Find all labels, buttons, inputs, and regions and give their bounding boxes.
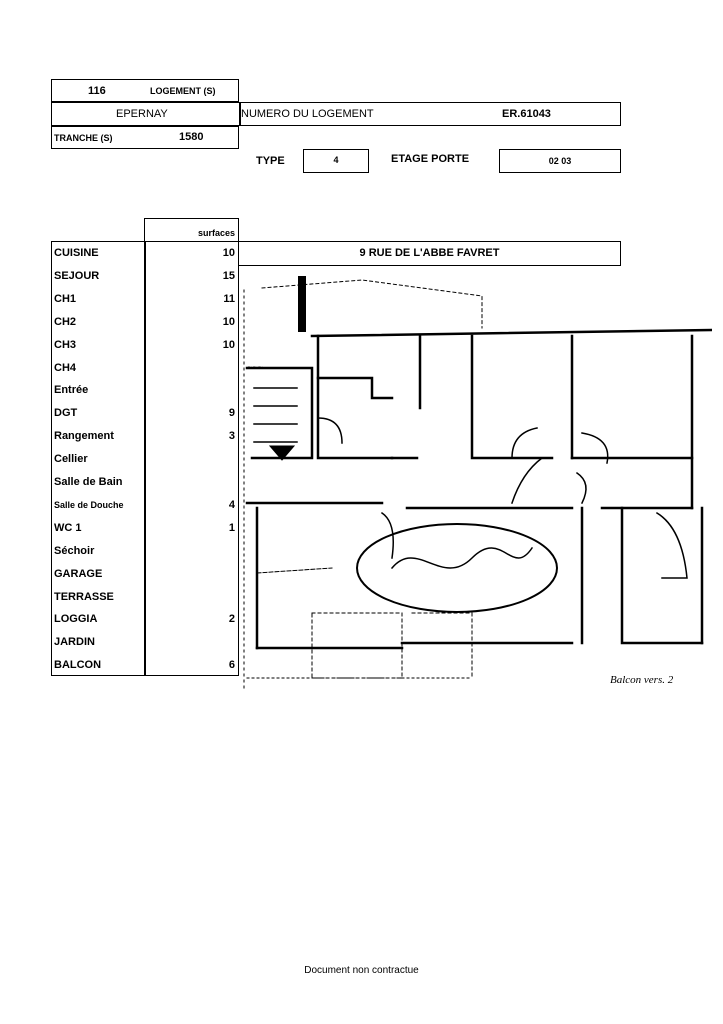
plan-annotation: Balcon vers. 2	[610, 674, 674, 686]
surface-label: Rangement	[54, 430, 114, 443]
surface-value: 10	[222, 247, 235, 259]
surface-label: LOGGIA	[54, 613, 98, 626]
surface-value: 6	[228, 659, 235, 672]
surface-value: 4	[228, 498, 235, 511]
column-divider	[144, 242, 146, 675]
surface-row: SEJOUR 15	[52, 265, 238, 288]
city-name: EPERNAY	[116, 108, 168, 120]
surface-value: 10	[222, 315, 235, 328]
surface-label: CUISINE	[54, 247, 99, 259]
surface-row: Séchoir	[52, 540, 238, 563]
type-box: 4	[303, 149, 369, 173]
surface-row: TERRASSE	[52, 586, 238, 609]
surface-label: SEJOUR	[54, 269, 100, 282]
surface-label: CH4	[54, 361, 77, 374]
address: 9 RUE DE L'ABBE FAVRET	[359, 247, 500, 259]
surface-label: CH3	[54, 338, 77, 351]
surface-label: BALCON	[54, 659, 102, 672]
surface-value: 10	[222, 338, 235, 351]
surface-value: 3	[228, 430, 235, 443]
svg-text:~~~: ~~~	[247, 362, 263, 372]
surfaces-header: surfaces	[197, 228, 235, 238]
logement-count-box: 116 LOGEMENT (S)	[51, 79, 239, 102]
surface-row: CH1 11	[52, 288, 238, 311]
surface-label: DGT	[54, 407, 78, 420]
surface-label: TERRASSE	[54, 590, 114, 603]
surface-row: CUISINE 10	[52, 242, 238, 265]
tranche-label: TRANCHE (S)	[54, 133, 113, 143]
surface-row: Rangement 3	[52, 425, 238, 448]
etage-box: 02 03	[499, 149, 621, 173]
surface-label: CH2	[54, 315, 77, 328]
floor-plan: ~~~ Balcon vers. 2	[243, 276, 712, 690]
etage-label: ETAGE PORTE	[391, 153, 470, 165]
surface-value: 11	[223, 292, 235, 305]
surface-value: 2	[228, 613, 235, 626]
type-value: 4	[333, 155, 339, 165]
surface-label: Salle de Douche	[54, 499, 124, 510]
surface-label: GARAGE	[54, 567, 103, 580]
surface-label: Entrée	[54, 384, 89, 397]
tranche-box: TRANCHE (S) 1580	[51, 126, 239, 149]
surface-row: GARAGE	[52, 563, 238, 586]
surface-row: LOGGIA 2	[52, 608, 238, 631]
surface-label: Salle de Bain	[54, 476, 123, 488]
surface-row: Cellier	[52, 448, 238, 471]
surface-value: 9	[228, 407, 235, 420]
city-numero-box: EPERNAY NUMERO DU LOGEMENT ER.61043	[51, 102, 621, 126]
surface-label: JARDIN	[54, 636, 95, 649]
surface-row: CH3 10	[52, 334, 238, 357]
type-label: TYPE	[256, 155, 285, 167]
numero-value: ER.61043	[502, 108, 551, 120]
surface-row: BALCON 6	[52, 654, 238, 677]
numero-label: NUMERO DU LOGEMENT	[241, 108, 374, 120]
surface-label: CH1	[54, 292, 77, 305]
address-box: 9 RUE DE L'ABBE FAVRET	[238, 241, 621, 266]
etage-value: 02 03	[548, 156, 572, 166]
logement-count: 116	[88, 85, 106, 97]
surface-value: 1	[228, 521, 235, 534]
surface-row: Salle de Bain	[52, 471, 238, 494]
logement-label: LOGEMENT (S)	[150, 86, 216, 96]
surface-label: Séchoir	[54, 544, 95, 557]
surface-row: JARDIN	[52, 631, 238, 654]
surface-row: WC 1 1	[52, 517, 238, 540]
surface-row: CH4	[52, 357, 238, 380]
tranche-value: 1580	[179, 131, 204, 143]
surfaces-header-box: surfaces	[144, 218, 239, 241]
surface-label: WC 1	[54, 521, 82, 534]
footer-note: Document non contractue	[304, 965, 419, 976]
surface-value: 15	[222, 269, 235, 282]
divider	[239, 103, 241, 125]
surface-row: Entrée	[52, 379, 238, 402]
surface-row: CH2 10	[52, 311, 238, 334]
surface-label: Cellier	[54, 453, 88, 466]
surface-row: Salle de Douche 4	[52, 494, 238, 517]
surface-row: DGT 9	[52, 402, 238, 425]
